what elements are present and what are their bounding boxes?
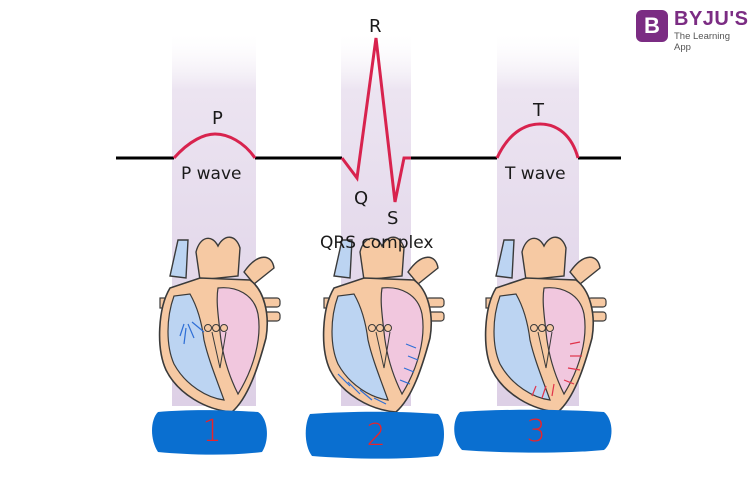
r-peak-label: R [369,16,382,37]
p-wave-label: P wave [181,164,242,184]
logo-mark: B [636,10,668,42]
qrs-complex-label: QRS complex [320,233,434,253]
stage-1-plate [152,410,267,455]
p-peak-label: P [212,108,223,129]
atrial-signal-arrows [179,321,205,345]
heart-stage-2 [322,236,445,413]
byjus-logo: B BYJU'S The Learning App [636,8,749,53]
stage-2-plate [305,411,444,459]
logo-name: BYJU'S [674,8,749,30]
stage-1-number: 1 [202,414,222,449]
stage-2-number: 2 [366,418,386,453]
heart-stage-1 [158,236,281,413]
ventricular-signal-arrows [337,343,419,405]
s-label: S [387,208,399,229]
t-wave-label: T wave [505,164,566,184]
stage-3-number: 3 [526,414,546,449]
t-peak-label: T [533,100,544,121]
qrs-trace [340,37,411,203]
repolarization-arrows [531,341,582,399]
heart-stage-3 [484,236,607,413]
logo-tagline: The Learning App [674,31,730,53]
t-wave-trace [495,122,580,159]
stage-3-plate [454,409,612,453]
p-wave-trace [172,132,257,159]
q-label: Q [354,188,369,209]
